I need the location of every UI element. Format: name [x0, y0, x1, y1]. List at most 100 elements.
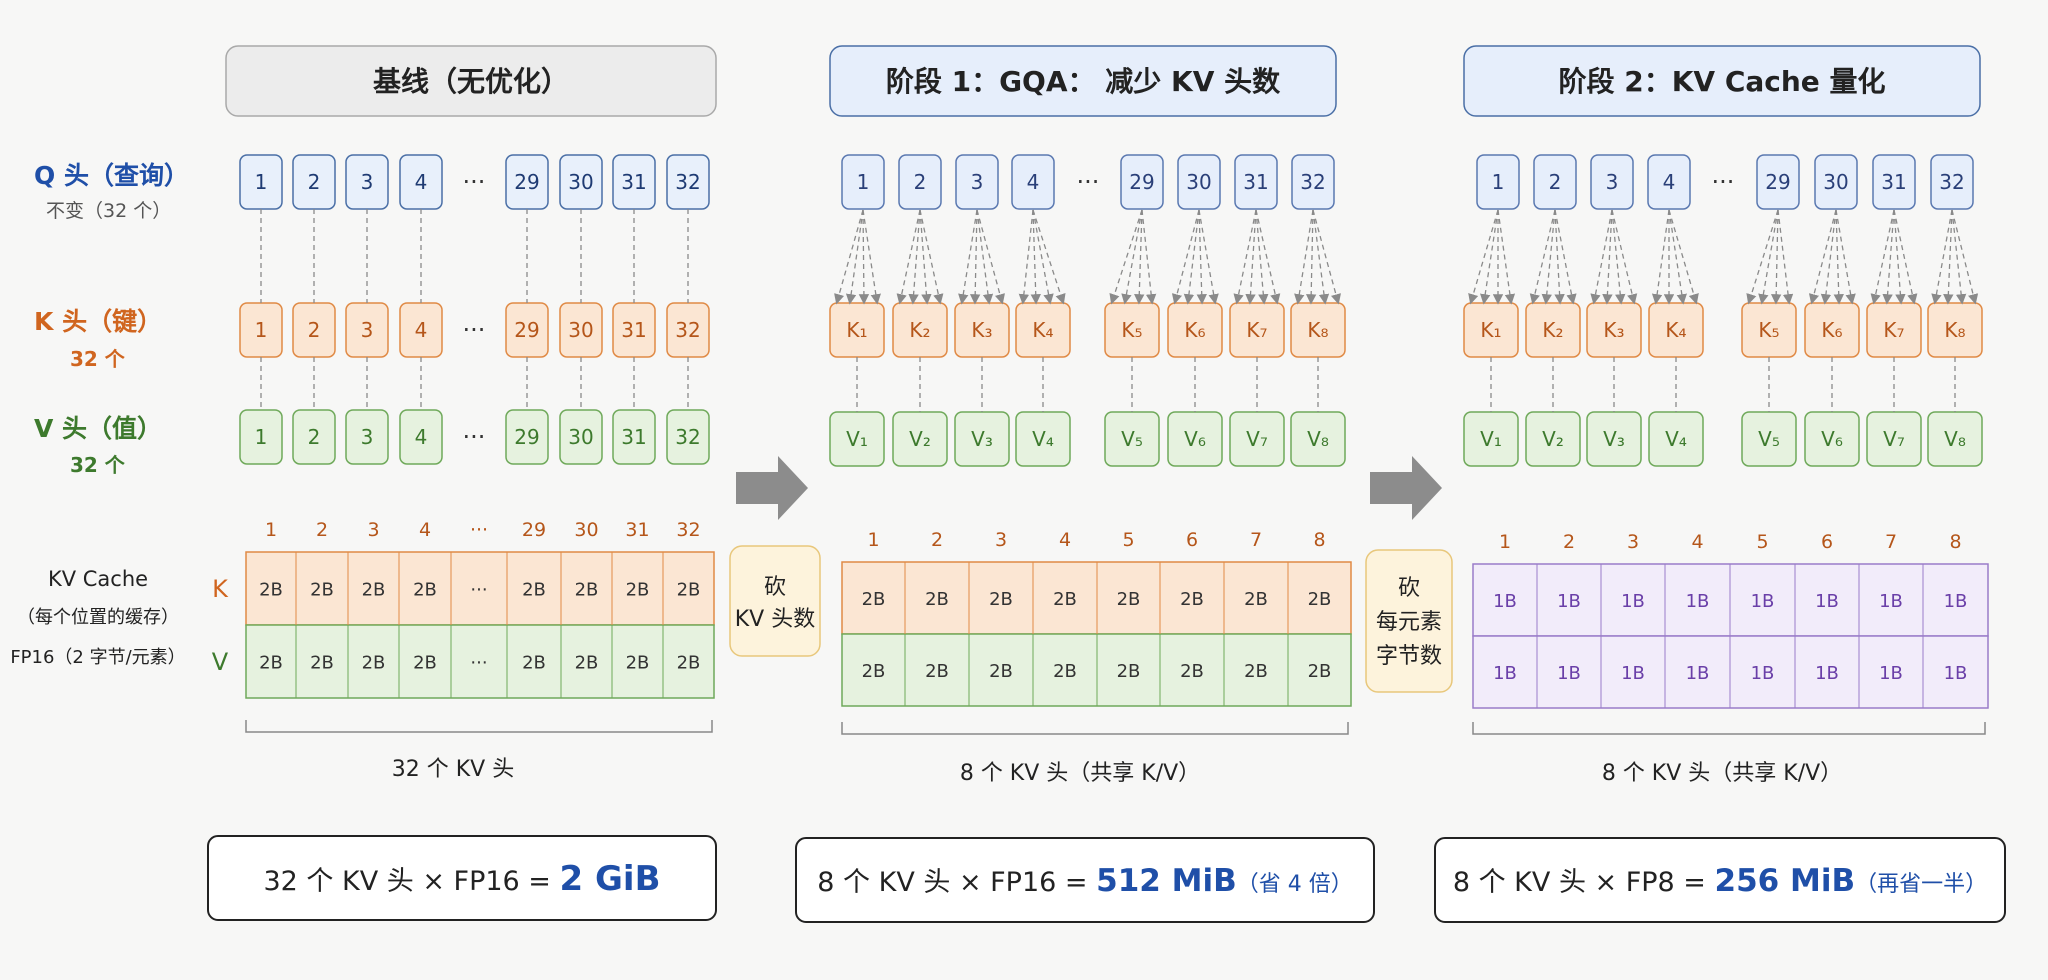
- baseline-cache-v-cell-6: 2B: [522, 653, 546, 674]
- stage2-cache-k-cell-3: 1B: [1621, 591, 1645, 612]
- baseline-cache-v-cell-8: 2B: [626, 653, 650, 674]
- baseline-v-head-31-label: 31: [621, 425, 646, 449]
- stage1-q-head-31: 31: [1234, 154, 1278, 210]
- baseline-v-head-1: 1: [239, 409, 283, 465]
- baseline-k-head-3: 3: [345, 302, 389, 358]
- stage1-k-head-6: K₆: [1167, 302, 1223, 358]
- stage2-q-head-31-label: 31: [1881, 170, 1906, 194]
- stage2-cache-col-2: 2: [1563, 531, 1575, 553]
- baseline-k-head-2-label: 2: [308, 318, 321, 342]
- stage2-k-head-2: K₂: [1525, 302, 1581, 358]
- stage1-k-head-1: K₁: [829, 302, 885, 358]
- stage1-v-head-5: V₅: [1104, 411, 1160, 467]
- stage1-k-head-8: K₈: [1290, 302, 1346, 358]
- summary-stage1: 8 个 KV 头 × FP16 = 512 MiB（省 4 倍）: [795, 837, 1375, 923]
- stage1-cache-col-4: 4: [1059, 529, 1071, 551]
- baseline-k-head-29-label: 29: [514, 318, 539, 342]
- baseline-cache-k-cell-6: 2B: [522, 580, 546, 601]
- k-row-sublabel: 32 个: [70, 347, 126, 371]
- stage2-v-head-4: V₄: [1648, 411, 1704, 467]
- baseline-v-head-29-label: 29: [514, 425, 539, 449]
- stage2-q-head-32: 32: [1930, 154, 1974, 210]
- baseline-k-head-29: 29: [505, 302, 549, 358]
- baseline-cache-col-3: 3: [367, 519, 379, 541]
- stage2-v-head-3-label: V₃: [1603, 427, 1625, 451]
- stage1-cache-v-cell-1: 2B: [862, 661, 886, 682]
- baseline-cache-v-cell-3: 2B: [362, 653, 386, 674]
- baseline-cache-k-cell-2: 2B: [310, 580, 334, 601]
- stage1-cache-v-cell-7: 2B: [1244, 661, 1268, 682]
- stage2-q-head-4-label: 4: [1663, 170, 1676, 194]
- baseline-k-head-1-label: 1: [255, 318, 268, 342]
- panel-title-stage1: 阶段 1：GQA： 减少 KV 头数: [886, 65, 1281, 98]
- stage2-q-ellipsis: ···: [1712, 168, 1735, 196]
- stage1-v-head-8-label: V₈: [1307, 427, 1329, 451]
- stage2-q-head-4: 4: [1647, 154, 1691, 210]
- baseline-k-head-30: 30: [559, 302, 603, 358]
- baseline-k-head-2: 2: [292, 302, 336, 358]
- baseline-q-head-32-label: 32: [675, 170, 700, 194]
- v-row-label: V 头（值）: [34, 414, 162, 443]
- baseline-v-head-32-label: 32: [675, 425, 700, 449]
- transition-note-1: 砍 KV 头数: [729, 545, 821, 657]
- stage2-cache-col-4: 4: [1691, 531, 1703, 553]
- baseline-v-head-1-label: 1: [255, 425, 268, 449]
- stage1-cache-col-8: 8: [1313, 529, 1325, 551]
- transition-note-2-line2: 每元素: [1376, 610, 1442, 635]
- stage1-cache-k-cell-8: 2B: [1308, 589, 1332, 610]
- summary-stage2-prefix: 8 个 KV 头 × FP8 =: [1453, 867, 1715, 898]
- baseline-k-head-4: 4: [399, 302, 443, 358]
- stage1-q-head-29: 29: [1120, 154, 1164, 210]
- baseline-k-head-32-label: 32: [675, 318, 700, 342]
- baseline-q-ellipsis: ···: [463, 168, 486, 196]
- stage2-cache-col-8: 8: [1949, 531, 1961, 553]
- stage2-cache-v-cell-8: 1B: [1944, 663, 1968, 684]
- stage1-cache-v-cell-6: 2B: [1180, 661, 1204, 682]
- stage2-cache-v-cell-6: 1B: [1815, 663, 1839, 684]
- stage2-v-head-5-label: V₅: [1758, 427, 1780, 451]
- stage1-q-head-1: 1: [841, 154, 885, 210]
- stage2-v-head-5: V₅: [1741, 411, 1797, 467]
- v-row-sublabel: 32 个: [70, 453, 126, 477]
- panel-header-baseline: 基线（无优化）: [225, 45, 717, 117]
- stage2-cache-v-cell-4: 1B: [1686, 663, 1710, 684]
- stage1-q-head-29-label: 29: [1129, 170, 1154, 194]
- baseline-q-head-3: 3: [345, 154, 389, 210]
- stage2-k-head-5-label: K₅: [1758, 318, 1779, 342]
- stage2-k-head-4: K₄: [1648, 302, 1704, 358]
- stage1-cache-col-6: 6: [1186, 529, 1198, 551]
- stage1-q-head-3: 3: [955, 154, 999, 210]
- baseline-cache-k-cell-5: ···: [470, 580, 487, 601]
- kv-cache-sublabel: （每个位置的缓存）: [17, 607, 179, 628]
- baseline-cache-col-5: ···: [470, 519, 488, 541]
- stage1-cache-k-cell-2: 2B: [925, 589, 949, 610]
- diagram-content: 111222333444292929303030313131323232····…: [239, 154, 1989, 735]
- baseline-v-head-2: 2: [292, 409, 336, 465]
- stage2-v-head-2: V₂: [1525, 411, 1581, 467]
- panel-header-stage1: 阶段 1：GQA： 减少 KV 头数: [829, 45, 1337, 117]
- stage1-q-ellipsis: ···: [1077, 168, 1100, 196]
- stage1-q-head-2: 2: [898, 154, 942, 210]
- baseline-k-head-4-label: 4: [415, 318, 428, 342]
- baseline-q-head-3-label: 3: [361, 170, 374, 194]
- summary-stage1-text: 8 个 KV 头 × FP16 = 512 MiB（省 4 倍）: [817, 863, 1352, 899]
- stage1-cache-k-cell-1: 2B: [862, 589, 886, 610]
- stage1-q-head-3-label: 3: [971, 170, 984, 194]
- baseline-q-head-31: 31: [612, 154, 656, 210]
- baseline-q-head-4: 4: [399, 154, 443, 210]
- baseline-cache-col-2: 2: [316, 519, 328, 541]
- stage2-q-head-1: 1: [1476, 154, 1520, 210]
- stage2-k-head-1: K₁: [1463, 302, 1519, 358]
- stage1-k-head-3: K₃: [954, 302, 1010, 358]
- summary-baseline-prefix: 32 个 KV 头 × FP16 =: [263, 866, 559, 897]
- summary-baseline: 32 个 KV 头 × FP16 = 2 GiB: [207, 835, 717, 921]
- baseline-cache-v-cell-7: 2B: [575, 653, 599, 674]
- stage2-k-head-8-label: K₈: [1944, 318, 1965, 342]
- stage2-cache-col-5: 5: [1756, 531, 1768, 553]
- baseline-q-head-4-label: 4: [415, 170, 428, 194]
- baseline-v-head-29: 29: [505, 409, 549, 465]
- summary-baseline-value: 2 GiB: [560, 859, 661, 899]
- stage2-v-head-6-label: V₆: [1821, 427, 1843, 451]
- stage1-q-head-30: 30: [1177, 154, 1221, 210]
- stage2-v-head-8: V₈: [1927, 411, 1983, 467]
